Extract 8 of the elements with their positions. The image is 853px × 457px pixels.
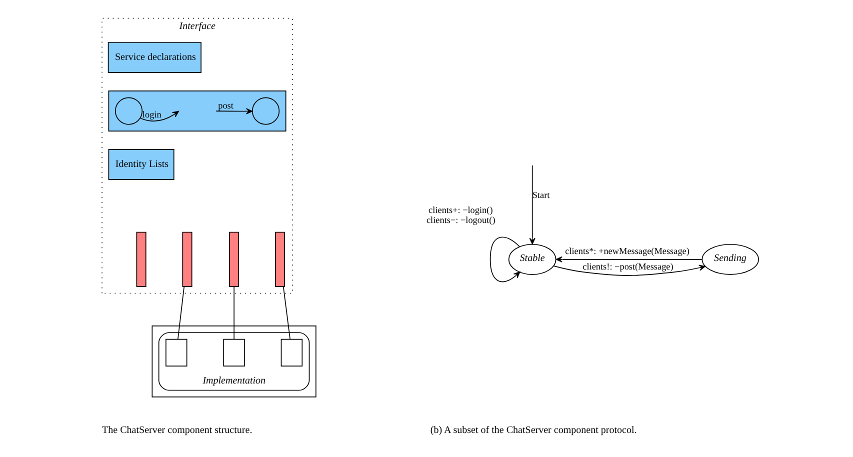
edge-label: clients*: +newMessage(Message) bbox=[564, 246, 689, 256]
edge-label: Start bbox=[532, 190, 550, 200]
label: The ChatServer component structure. bbox=[102, 424, 252, 436]
edge-label: clients+: −login() clients−: −logout() bbox=[426, 204, 495, 225]
edge-label: clients!: −post(Message) bbox=[582, 261, 673, 272]
edge-label: login bbox=[142, 110, 161, 120]
label: (b) A subset of the ChatServer component protocol. bbox=[430, 424, 636, 436]
edge-label: post bbox=[218, 100, 233, 111]
